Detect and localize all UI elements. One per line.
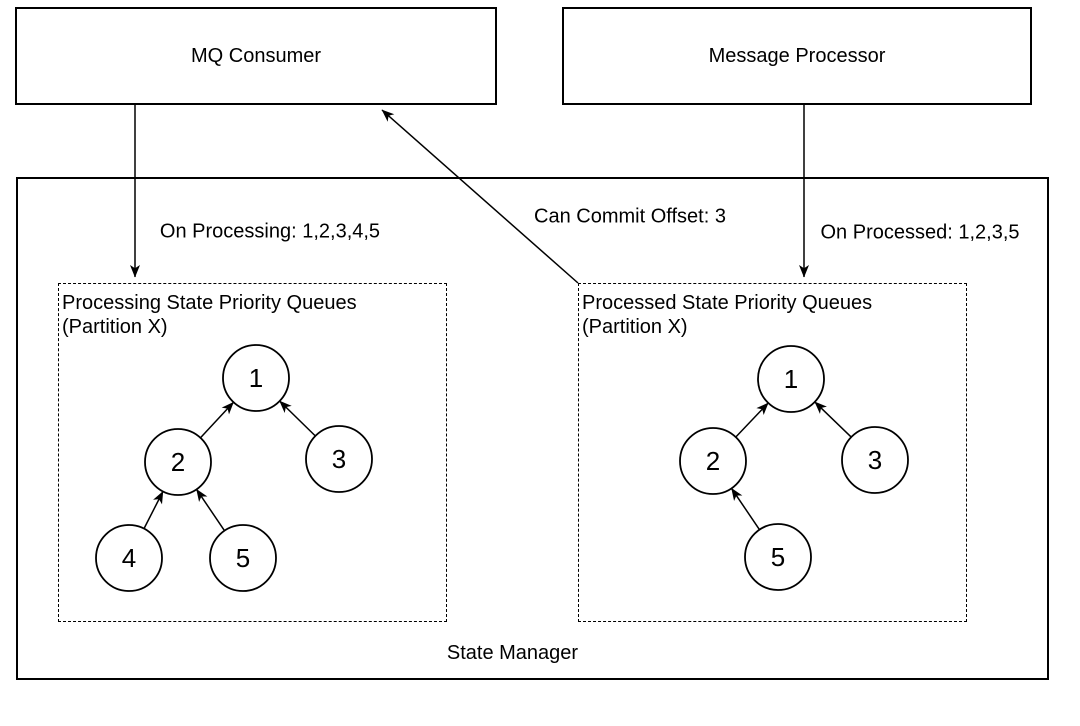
- processing-queues-box: Processing State Priority Queues (Partit…: [58, 283, 447, 622]
- processed-queues-box: Processed State Priority Queues (Partiti…: [578, 283, 967, 622]
- state-manager-label: State Manager: [446, 642, 579, 664]
- processed-queues-title: Processed State Priority Queues (Partiti…: [579, 284, 966, 339]
- on-processing-label: On Processing: 1,2,3,4,5: [157, 220, 383, 244]
- message-processor-label: Message Processor: [708, 44, 886, 67]
- processing-queues-title-line2: (Partition X): [62, 316, 168, 338]
- message-processor-box: Message Processor: [562, 7, 1032, 105]
- mq-consumer-box: MQ Consumer: [15, 7, 497, 105]
- can-commit-offset-label: Can Commit Offset: 3: [532, 205, 728, 229]
- processed-queues-title-line1: Processed State Priority Queues: [582, 292, 873, 314]
- processing-queues-title-line1: Processing State Priority Queues: [62, 292, 357, 314]
- processing-queues-title: Processing State Priority Queues (Partit…: [59, 284, 446, 339]
- processed-queues-title-line2: (Partition X): [582, 316, 688, 338]
- on-processed-label: On Processed: 1,2,3,5: [818, 221, 1022, 245]
- mq-consumer-label: MQ Consumer: [190, 44, 322, 67]
